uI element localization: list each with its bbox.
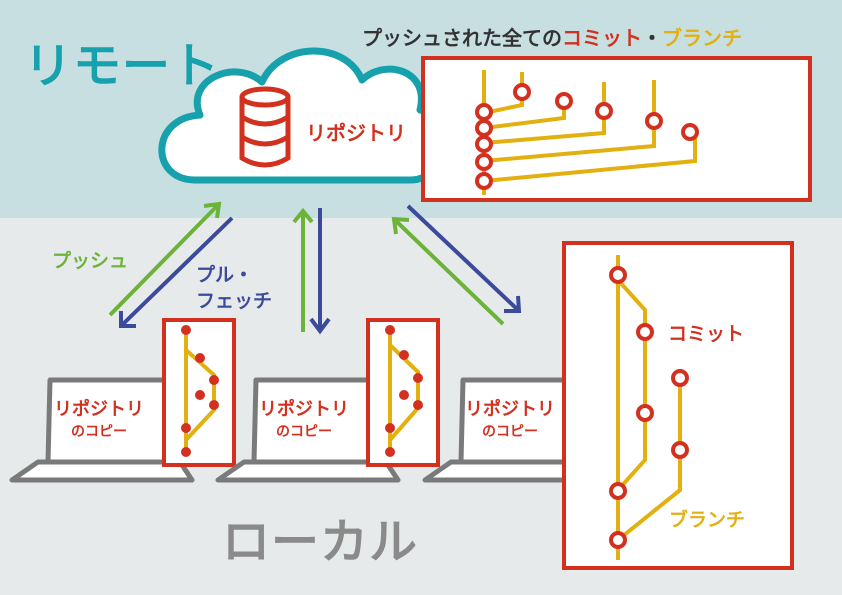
push-label: プッシュ xyxy=(52,250,129,272)
remote-title: リモート xyxy=(24,38,221,94)
pull-arrow-middle xyxy=(309,208,331,335)
laptop-1-repo: リポジトリ xyxy=(54,399,144,420)
push-arrow-right xyxy=(391,216,505,326)
local-title: ローカル xyxy=(222,514,419,570)
local-history-box-1 xyxy=(162,318,236,467)
laptop-3-sub: のコピー xyxy=(482,424,538,440)
remote-history-caption: プッシュされた全てのコミット・ブランチ xyxy=(362,22,742,51)
laptop-1-sub: のコピー xyxy=(71,424,127,440)
pull-arrow-left xyxy=(119,216,234,328)
laptop-2 xyxy=(215,377,401,483)
legend-commit-label: コミット xyxy=(668,323,745,345)
pull-fetch-label: プル・ フェッチ xyxy=(196,262,272,314)
laptop-1-label: リポジトリ のコピー xyxy=(39,398,159,442)
push-arrow-middle xyxy=(292,207,314,332)
local-history-box-2 xyxy=(366,318,440,467)
laptop-3-label: リポジトリ のコピー xyxy=(450,398,570,442)
laptop-3 xyxy=(422,377,608,483)
remote-history-box xyxy=(421,56,812,202)
laptop-2-label: リポジトリ のコピー xyxy=(244,398,364,442)
caption-prefix: プッシュされた全ての xyxy=(362,26,562,50)
cloud-repo-label: リポジトリ xyxy=(306,121,406,145)
pull-arrow-right xyxy=(406,204,522,313)
pull-label-line2: フェッチ xyxy=(196,290,273,312)
laptop-2-repo: リポジトリ xyxy=(259,399,349,420)
push-arrow-left xyxy=(108,201,222,317)
caption-separator: ・ xyxy=(642,26,662,50)
laptop-1 xyxy=(9,377,195,483)
local-history-box-large xyxy=(562,241,794,570)
pull-label-line1: プル・ xyxy=(196,264,254,286)
legend-branch-label: ブランチ xyxy=(669,509,746,531)
laptop-3-repo: リポジトリ xyxy=(465,399,555,420)
caption-commit-word: コミット xyxy=(562,26,642,50)
database-icon xyxy=(239,86,291,168)
caption-branch-word: ブランチ xyxy=(662,26,742,50)
laptop-2-sub: のコピー xyxy=(276,424,332,440)
